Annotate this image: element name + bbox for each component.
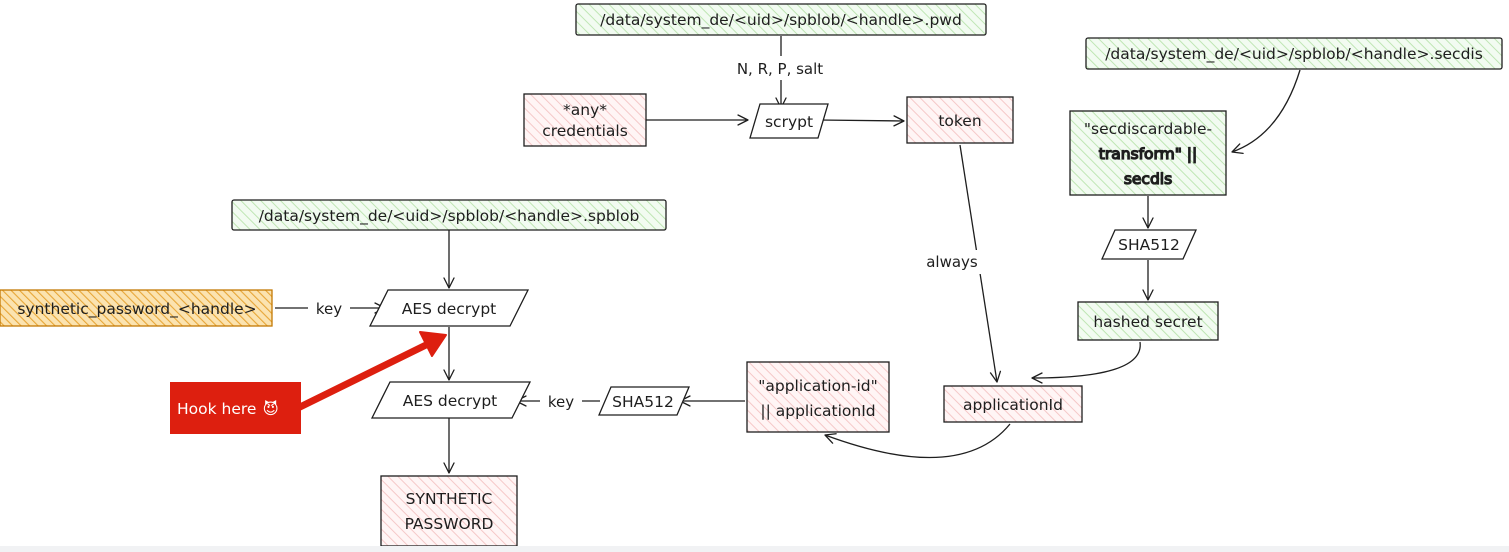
aes-decrypt-bottom-node: AES decrypt [370,381,532,419]
scrypt-label: scrypt [765,113,813,131]
spblob-file-node: /data/system_de/<uid>/spblob/<handle>.sp… [231,199,667,231]
hook-label-text: Hook here [177,400,256,418]
pwd-file-label: /data/system_de/<uid>/spblob/<handle>.pw… [600,11,962,30]
spblob-file-label: /data/system_de/<uid>/spblob/<handle>.sp… [259,207,640,226]
edge-applicationid-to-concat [824,423,1011,459]
credentials-label-line1: *any* [563,101,607,119]
synthetic-password-handle-label: synthetic_password_<handle> [17,300,256,319]
key-top-label: key [316,300,342,318]
edge-scrypt-to-token [817,115,905,127]
synthetic-password-node: SYNTHETIC PASSWORD [380,475,518,547]
scrypt-params-label: N, R, P, salt [737,60,823,78]
synthetic-password-line2: PASSWORD [405,515,494,533]
synthetic-password-handle-node: synthetic_password_<handle> [0,289,273,327]
sha512-left-node: SHA512 [598,386,690,416]
key-bottom-label: key [548,393,574,411]
devil-icon: 😈 [262,400,278,418]
sha512-right-node: SHA512 [1100,229,1198,260]
aes-decrypt-bottom-label: AES decrypt [403,392,498,410]
applicationid-label: applicationId [963,396,1063,414]
sha512-right-label: SHA512 [1118,236,1180,254]
sha512-left-label: SHA512 [612,393,674,411]
edge-secdis-to-transform [1231,69,1301,155]
hook-box [170,382,301,434]
always-label: always [926,253,978,271]
always-label-bg [920,250,984,274]
credentials-label-line2: credentials [542,122,628,140]
secdis-transform-node: "secdiscardable- [1069,110,1227,196]
hook-arrowhead [419,331,447,357]
credentials-node: *any* credentials [523,93,647,147]
secdis-file-label: /data/system_de/<uid>/spblob/<handle>.se… [1105,45,1483,64]
edge-hashed-to-applicationid [1031,341,1141,384]
scrypt-params-label-bg [716,56,844,80]
aes-decrypt-top-node: AES decrypt [368,289,530,327]
pwd-file-node: /data/system_de/<uid>/spblob/<handle>.pw… [575,3,987,36]
hashed-secret-label: hashed secret [1093,313,1202,331]
secdis-transform-line2: transform" || [1099,145,1198,163]
bottom-scrollbar-track [0,546,1509,552]
scrypt-node: scrypt [749,103,829,139]
app-id-concat-line1: "application-id" [758,377,878,395]
token-node: token [906,96,1014,144]
app-id-concat-node: "application-id" || applicationId [746,361,890,433]
app-id-concat-line2: || applicationId [760,402,875,420]
secdis-transform-line3: secdis [1124,170,1172,188]
secdis-file-node: /data/system_de/<uid>/spblob/<handle>.se… [1085,37,1503,70]
secdis-transform-line1: "secdiscardable- [1084,120,1212,138]
aes-decrypt-top-label: AES decrypt [402,300,497,318]
synthetic-password-line1: SYNTHETIC [406,490,493,508]
key-top-label-bg [308,297,350,319]
hashed-secret-node: hashed secret [1077,301,1219,341]
hook-callout: Hook here 😈 [170,331,447,434]
hook-arrow [296,340,432,411]
applicationid-node: applicationId [943,385,1083,423]
key-bottom-label-bg [540,390,582,412]
hook-label: Hook here 😈 [177,400,279,418]
token-label: token [938,112,981,130]
